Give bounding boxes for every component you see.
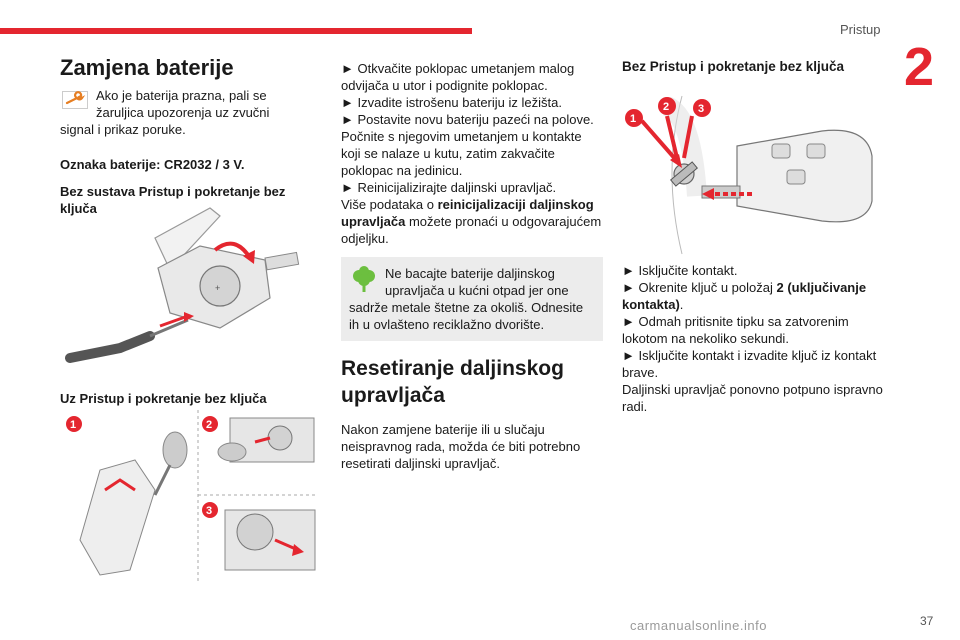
figure-key-battery-cover: + bbox=[65, 207, 300, 363]
environment-note: Ne bacajte baterije daljinskog upravljač… bbox=[341, 257, 603, 341]
page-number: 37 bbox=[920, 614, 934, 628]
more-info: Više podataka o reinicijalizaciji daljin… bbox=[341, 197, 602, 246]
callout-2: 2 bbox=[658, 97, 676, 115]
step-1-badge: 1 bbox=[66, 416, 82, 432]
svg-text:+: + bbox=[215, 283, 220, 293]
step-3-badge: 3 bbox=[202, 502, 218, 518]
ignition-final: Daljinski upravljač ponovno potpuno ispr… bbox=[622, 382, 883, 414]
callout-1: 1 bbox=[625, 109, 643, 127]
wrench-icon bbox=[60, 87, 90, 113]
step-3: ► Postavite novu bateriju pazeći na polo… bbox=[341, 112, 594, 127]
step-1: ► Otkvačite poklopac umetanjem malog odv… bbox=[341, 61, 575, 93]
svg-text:2: 2 bbox=[206, 419, 212, 431]
column-steps: ► Otkvačite poklopac umetanjem malog odv… bbox=[341, 60, 603, 472]
svg-text:2: 2 bbox=[663, 101, 669, 113]
subheading-with-keyless-block: Uz Pristup i pokretanje bez ključa bbox=[60, 380, 305, 413]
column-battery-replacement: Zamjena baterije Ako je baterija prazna,… bbox=[60, 55, 305, 223]
figure-ignition-key: 1 2 3 bbox=[625, 95, 873, 255]
step-2-badge: 2 bbox=[202, 416, 218, 432]
reset-title: Resetiranje daljinskog upravljača bbox=[341, 357, 564, 407]
figure-smart-key-steps: 1 2 3 bbox=[66, 410, 318, 582]
step-2: ► Izvadite istrošenu bateriju iz ležišta… bbox=[341, 95, 562, 110]
step-4: ► Reinicijalizirajte daljinski upravljač… bbox=[341, 180, 557, 195]
subheading-without-keyless: Bez sustava Pristup i pokretanje bez klj… bbox=[60, 184, 286, 216]
svg-text:1: 1 bbox=[70, 419, 76, 431]
more-info-link-text: reinicijalizaciji daljinskog upravljača bbox=[341, 197, 594, 229]
svg-text:1: 1 bbox=[630, 113, 636, 125]
svg-text:3: 3 bbox=[698, 103, 704, 115]
header-accent-bar bbox=[0, 28, 472, 34]
reset-text: Nakon zamjene baterije ili u slučaju nei… bbox=[341, 422, 581, 471]
column-reset-without-keyless: Bez Pristup i pokretanje bez ključa bbox=[622, 58, 884, 83]
section-label: Pristup bbox=[840, 22, 881, 37]
ignition-reset-steps: ► Isključite kontakt. ► Okrenite ključ u… bbox=[622, 262, 884, 415]
warning-text: Ako je baterija prazna, pali se žaruljic… bbox=[60, 88, 270, 137]
subheading-reset-without-keyless: Bez Pristup i pokretanje bez ključa bbox=[622, 59, 845, 74]
chapter-number: 2 bbox=[904, 37, 935, 97]
ignition-step-1: ► Isključite kontakt. bbox=[622, 263, 738, 278]
recycle-tree-icon bbox=[349, 265, 379, 295]
battery-reference: Oznaka baterije: CR2032 / 3 V. bbox=[60, 157, 245, 172]
ignition-step-2: ► Okrenite ključ u položaj 2 (uključivan… bbox=[622, 280, 867, 312]
callout-3: 3 bbox=[693, 99, 711, 117]
warning-block: Ako je baterija prazna, pali se žaruljic… bbox=[60, 87, 305, 138]
watermark: carmanualsonline.info bbox=[630, 618, 767, 633]
page-title: Zamjena baterije bbox=[60, 55, 234, 80]
svg-text:3: 3 bbox=[206, 505, 212, 517]
subheading-with-keyless: Uz Pristup i pokretanje bez ključa bbox=[60, 391, 267, 406]
note-text: Ne bacajte baterije daljinskog upravljač… bbox=[349, 266, 584, 332]
insert-instructions: Počnite s njegovim umetanjem u kontakte … bbox=[341, 129, 582, 178]
ignition-step-3: ► Odmah pritisnite tipku sa zatvorenim l… bbox=[622, 314, 849, 346]
ignition-step-4: ► Isključite kontakt i izvadite ključ iz… bbox=[622, 348, 877, 380]
